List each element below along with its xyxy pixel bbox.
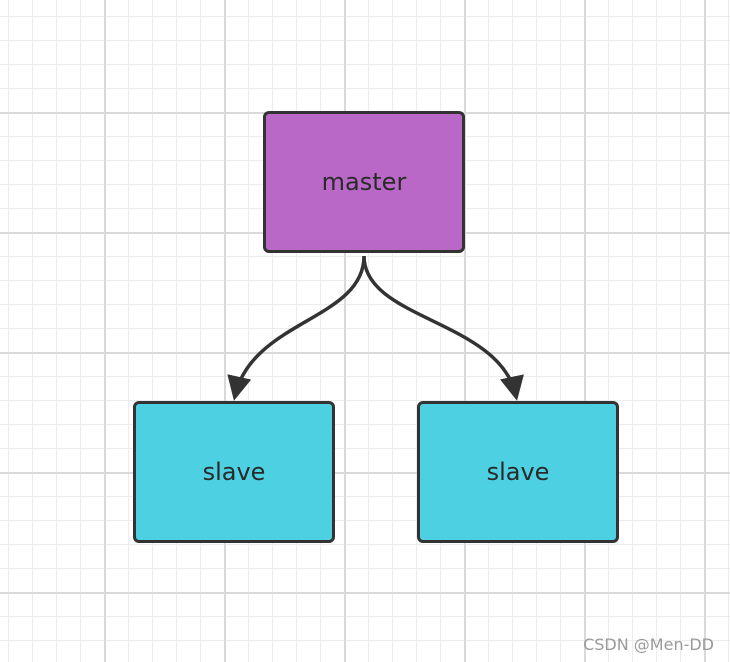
node-slave-right-label: slave — [486, 458, 550, 486]
edge-master-to-slave-right — [362, 255, 524, 401]
node-slave-left-label: slave — [202, 458, 266, 486]
node-master-label: master — [321, 168, 407, 196]
edge-master-to-slave-left — [227, 255, 366, 401]
node-master[interactable]: master — [263, 111, 465, 253]
node-slave-left[interactable]: slave — [133, 401, 335, 543]
watermark: CSDN @Men-DD — [583, 635, 714, 654]
node-slave-right[interactable]: slave — [417, 401, 619, 543]
